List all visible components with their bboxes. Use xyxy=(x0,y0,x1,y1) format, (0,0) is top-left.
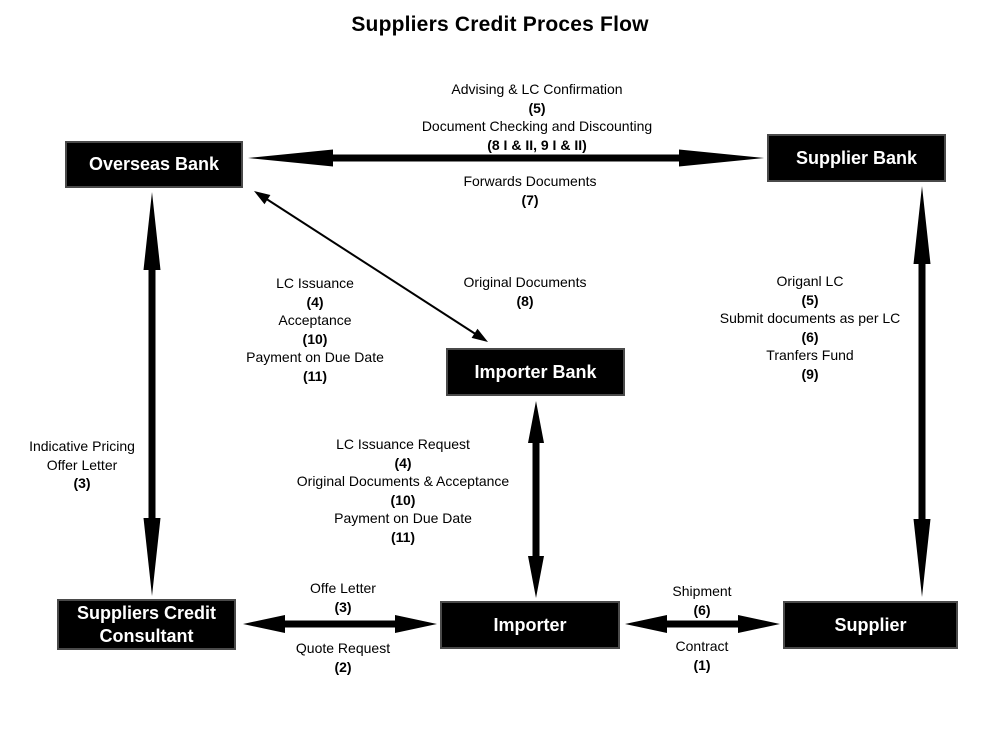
edge-label-line: (10) xyxy=(302,330,328,347)
edge-label-line: (11) xyxy=(302,367,328,384)
edge-label-line: Original Documents xyxy=(463,274,587,290)
edge-label-quote-request: Quote Request (2) xyxy=(263,639,423,676)
edge-label-line: (6) xyxy=(693,601,711,618)
edge-label-line: (3) xyxy=(334,598,352,615)
edge-label-forwards-documents: Forwards Documents (7) xyxy=(380,172,680,209)
edge-label-line: (9) xyxy=(801,365,819,382)
arrow-importer-bank-importer xyxy=(528,401,544,598)
edge-label-line: (8) xyxy=(516,292,534,309)
arrow-supplier-bank-supplier xyxy=(913,186,931,597)
edge-label-contract: Contract (1) xyxy=(632,637,772,674)
edge-label-lc-issuance-request: LC Issuance Request (4) Original Documents… xyxy=(273,435,533,546)
edge-label-line: Original Documents & Acceptance xyxy=(296,473,510,489)
edge-label-line: Payment on Due Date xyxy=(334,510,472,526)
edge-label-line: (6) xyxy=(801,328,819,345)
edge-label-line: Offe Letter xyxy=(310,580,376,596)
arrow-overseas-bank-consultant xyxy=(143,192,161,596)
edge-label-shipment: Shipment (6) xyxy=(632,582,772,619)
edge-label-line: (2) xyxy=(334,658,352,675)
arrow-consultant-importer xyxy=(243,615,437,633)
edge-label-line: Payment on Due Date xyxy=(246,349,384,365)
edge-label-original-lc-submit-transfer: Origanl LC (5) Submit documents as per LC (… xyxy=(680,272,940,383)
edge-label-line: (11) xyxy=(390,528,416,545)
arrow-importer-supplier xyxy=(625,615,780,633)
edge-label-line: Tranfers Fund xyxy=(766,347,854,363)
node-supplier-bank: Supplier Bank xyxy=(767,134,946,182)
edge-label-line: Advising & LC Confirmation xyxy=(451,81,623,97)
edge-label-line: (8 I & II, 9 I & II) xyxy=(487,136,587,153)
edge-label-line: LC Issuance Request xyxy=(336,436,470,452)
node-importer-bank: Importer Bank xyxy=(446,348,625,396)
edge-label-line: (3) xyxy=(73,475,91,491)
edge-label-lc-issuance: LC Issuance (4) Acceptance (10) Payment on D… xyxy=(205,274,425,385)
edge-label-offe-letter: Offe Letter (3) xyxy=(263,579,423,616)
arrowhead-diagonal-start xyxy=(254,191,271,205)
diagram-title: Suppliers Credit Proces Flow xyxy=(351,13,649,36)
edge-label-line: Origanl LC xyxy=(776,273,844,289)
node-suppliers-credit-consultant: Suppliers Credit Consultant xyxy=(57,599,236,650)
edge-label-line: Offer Letter xyxy=(46,456,118,473)
edge-label-line: (5) xyxy=(801,291,819,308)
arrowhead-diagonal-end xyxy=(471,328,488,342)
edge-label-line: (4) xyxy=(306,293,324,310)
edge-label-line: Forwards Documents xyxy=(463,173,597,189)
edge-label-line: Document Checking and Discounting xyxy=(421,118,653,134)
edge-label-line: Shipment xyxy=(672,583,732,599)
edge-label-line: LC Issuance xyxy=(276,275,354,291)
edge-label-line: Indicative Pricing xyxy=(29,438,135,454)
edge-label-line: Submit documents as per LC xyxy=(719,310,901,326)
edge-label-line: Acceptance xyxy=(278,312,352,328)
edge-label-line: (7) xyxy=(521,191,539,208)
edge-label-line: Quote Request xyxy=(295,640,391,656)
edge-label-original-documents: Original Documents (8) xyxy=(415,273,635,310)
node-overseas-bank: Overseas Bank xyxy=(65,141,243,188)
edge-label-line: (10) xyxy=(390,491,416,508)
arrow-overseas-bank-importer-bank xyxy=(257,192,485,341)
edge-label-line: (1) xyxy=(693,656,711,673)
node-importer: Importer xyxy=(440,601,620,649)
edge-label-advising-lc-confirmation: Advising & LC Confirmation (5) Document Ch… xyxy=(357,80,717,154)
edge-label-line: (4) xyxy=(394,454,412,471)
arrow-overseas-bank-supplier-bank xyxy=(248,149,764,167)
edge-label-line: Contract xyxy=(675,638,729,654)
edge-label-line: (5) xyxy=(528,99,546,116)
node-supplier: Supplier xyxy=(783,601,958,649)
